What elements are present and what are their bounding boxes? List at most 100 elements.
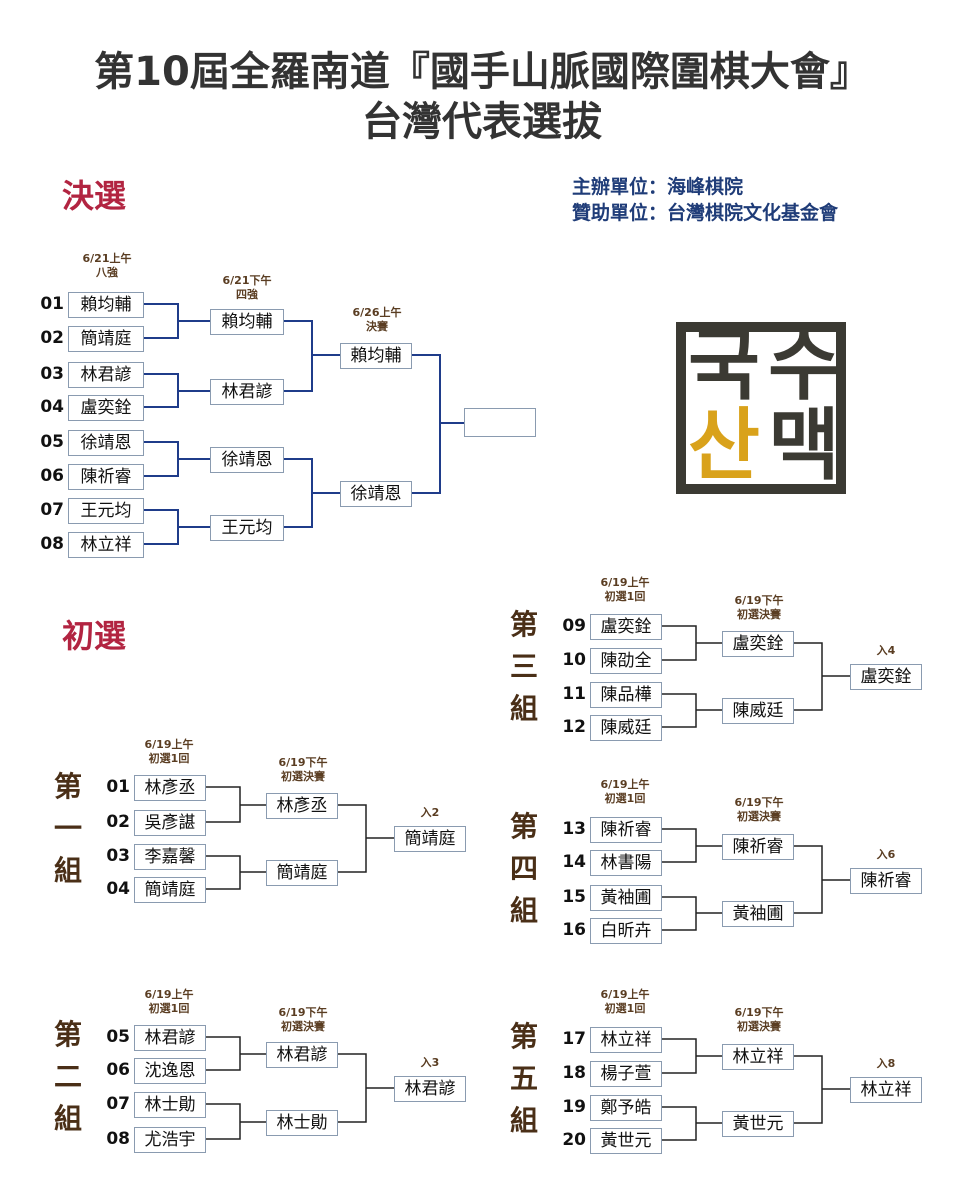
champion-box [464,408,536,437]
seed-number: 19 [562,1097,586,1117]
player-box: 李嘉馨 [134,844,206,870]
finals-lines [144,303,464,545]
semi-winner-box: 陳祈睿 [722,834,794,860]
player-box: 盧奕銓 [590,614,662,640]
player-box: 白昕卉 [590,918,662,944]
organizer-text: 主辦單位：海峰棋院 [572,176,744,198]
seed-number: 18 [562,1063,586,1083]
semifinal-winner-box: 徐靖恩 [340,481,412,507]
seed-number: 11 [562,684,586,704]
seed-number: 20 [562,1130,586,1150]
player-box: 黃世元 [590,1128,662,1154]
player-box: 陳劭全 [590,648,662,674]
seed-number: 01 [106,777,130,797]
semi-winner-box: 林士勛 [266,1110,338,1136]
finals-r3-label: 6/26上午決賽 [352,306,402,333]
player-box: 徐靖恩 [68,430,144,456]
player-box: 陳威廷 [590,715,662,741]
player-box: 林君諺 [134,1025,206,1051]
seed-number: 14 [562,852,586,872]
semi-winner-box: 陳威廷 [722,698,794,724]
page-subtitle: 台灣代表選拔 [362,99,602,145]
seed-number: 01 [40,294,64,314]
player-box: 陳品樺 [590,682,662,708]
player-box: 林書陽 [590,850,662,876]
player-box: 沈逸恩 [134,1058,206,1084]
quarterfinal-winner-box: 林君諺 [210,379,284,405]
advance-label: 入2 [420,806,440,819]
semi-winner-box: 林立祥 [722,1044,794,1070]
seed-number: 08 [40,534,64,554]
group-label: 第二組 [53,1018,82,1135]
group-winner-box: 林立祥 [850,1077,922,1103]
seed-number: 17 [562,1029,586,1049]
player-box: 吳彥諶 [134,810,206,836]
round2-label: 6/19下午初選決賽 [734,594,784,621]
seed-number: 12 [562,717,586,737]
finals-r2-label: 6/21下午四強 [222,274,272,301]
round2-label: 6/19下午初選決賽 [278,1006,328,1033]
seed-number: 06 [40,466,64,486]
advance-label: 入6 [876,848,896,861]
player-box: 林立祥 [68,532,144,558]
group-winner-box: 陳祈睿 [850,868,922,894]
quarterfinal-winner-box: 徐靖恩 [210,447,284,473]
player-box: 簡靖庭 [134,877,206,903]
group-winner-box: 簡靖庭 [394,826,466,852]
seed-number: 07 [40,500,64,520]
semifinal-winner-box: 賴均輔 [340,343,412,369]
seed-number: 02 [106,812,130,832]
round1-label: 6/19上午初選1回 [600,576,650,603]
logo-char-3: 산 [688,401,760,491]
finals-heading: 決選 [62,177,127,215]
advance-label: 入8 [876,1057,896,1070]
logo-char-2: 수 [768,321,840,411]
logo-char-4: 맥 [768,401,840,491]
seed-number: 04 [40,397,64,417]
seed-number: 13 [562,819,586,839]
group-label: 第一組 [53,770,82,887]
player-box: 林立祥 [590,1027,662,1053]
seed-number: 04 [106,879,130,899]
seed-number: 15 [562,887,586,907]
player-box: 林士勛 [134,1092,206,1118]
round2-label: 6/19下午初選決賽 [734,1006,784,1033]
player-box: 尤浩宇 [134,1127,206,1153]
player-box: 陳祈睿 [68,464,144,490]
advance-label: 入4 [876,644,896,657]
player-box: 賴均輔 [68,292,144,318]
group-winner-box: 盧奕銓 [850,664,922,690]
page-title: 第10屆全羅南道『國手山脈國際圍棋大會』 [94,49,870,95]
seed-number: 16 [562,920,586,940]
guksu-sanmaek-logo: 국 수 산 맥 [676,322,846,494]
group-label: 第五組 [509,1020,538,1137]
seed-number: 05 [40,432,64,452]
round2-label: 6/19下午初選決賽 [278,756,328,783]
player-box: 林君諺 [68,362,144,388]
semi-winner-box: 黃世元 [722,1111,794,1137]
semi-winner-box: 盧奕銓 [722,631,794,657]
seed-number: 06 [106,1060,130,1080]
quarterfinal-winner-box: 賴均輔 [210,309,284,335]
prelims-heading: 初選 [62,617,127,655]
player-box: 林彥丞 [134,775,206,801]
round1-label: 6/19上午初選1回 [144,738,194,765]
seed-number: 02 [40,328,64,348]
seed-number: 08 [106,1129,130,1149]
semi-winner-box: 林君諺 [266,1042,338,1068]
seed-number: 03 [106,846,130,866]
round1-label: 6/19上午初選1回 [144,988,194,1015]
player-box: 陳祈睿 [590,817,662,843]
player-box: 楊子萱 [590,1061,662,1087]
semi-winner-box: 黃袖圃 [722,901,794,927]
group-winner-box: 林君諺 [394,1076,466,1102]
player-box: 黃袖圃 [590,885,662,911]
semi-winner-box: 林彥丞 [266,793,338,819]
finals-r1-label: 6/21上午八強 [82,252,132,279]
group-label: 第四組 [509,810,538,927]
seed-number: 05 [106,1027,130,1047]
seed-number: 09 [562,616,586,636]
seed-number: 07 [106,1094,130,1114]
advance-label: 入3 [420,1056,440,1069]
